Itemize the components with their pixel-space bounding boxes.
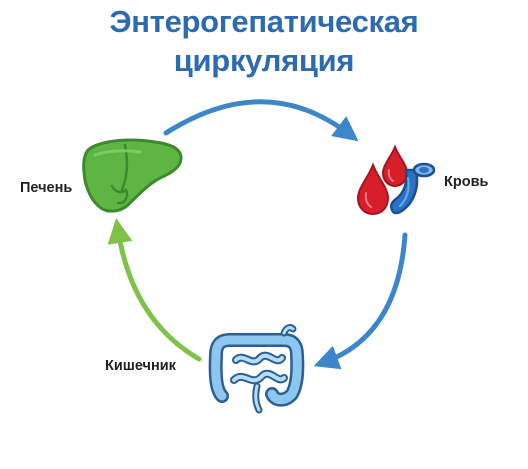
arrow-liver-to-blood	[163, 99, 359, 142]
intestine-label: Кишечник	[105, 358, 176, 374]
blood-label: Кровь	[444, 174, 489, 190]
title-line-1: Энтерогепатическая	[109, 4, 419, 39]
arrow-intestine-to-liver	[107, 218, 202, 362]
title-line-2: циркуляция	[173, 43, 355, 78]
intestine-icon	[208, 324, 305, 414]
arrow-blood-to-intestine	[313, 232, 408, 370]
blood-vessel-icon	[356, 144, 436, 216]
liver-icon	[82, 138, 183, 213]
liver-label: Печень	[20, 180, 73, 196]
diagram-title: Энтерогепатическая циркуляция	[0, 2, 528, 80]
